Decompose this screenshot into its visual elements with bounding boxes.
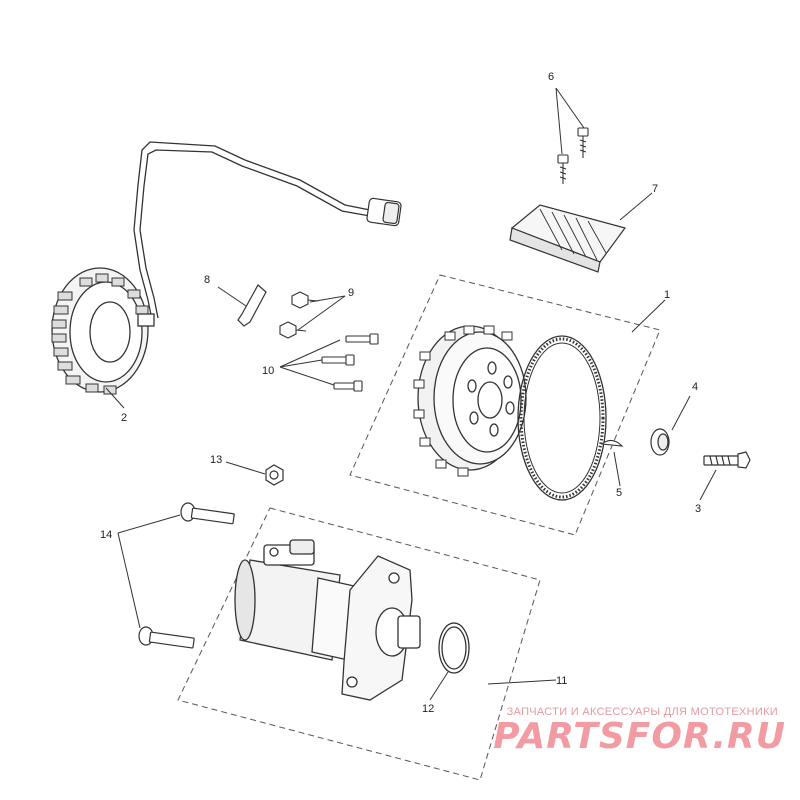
callout-1: 1 — [664, 289, 670, 301]
stator-bolts — [279, 291, 319, 339]
ring-gear — [517, 335, 607, 501]
flywheel-bolts — [321, 333, 379, 392]
callout-12: 12 — [422, 703, 434, 715]
callout-3: 3 — [695, 503, 701, 515]
starter-group-box — [177, 507, 541, 781]
flywheel — [413, 325, 527, 477]
leader-lines — [105, 87, 717, 701]
stator-harness — [133, 141, 371, 321]
callout-13: 13 — [210, 454, 222, 466]
stator — [51, 267, 155, 395]
callout-7: 7 — [652, 183, 658, 195]
woodruff-key — [600, 439, 624, 447]
nut — [265, 464, 284, 486]
watermark-logo: PARTSFOR.RU — [493, 716, 786, 757]
washer — [650, 428, 670, 456]
starter-motor — [234, 539, 421, 701]
regulator-rectifier — [509, 204, 627, 273]
callout-8: 8 — [204, 274, 210, 286]
regulator-screws — [557, 127, 589, 184]
o-ring — [438, 622, 470, 674]
callout-11: 11 — [556, 675, 567, 687]
callout-6: 6 — [548, 71, 554, 83]
callout-9: 9 — [348, 287, 354, 299]
cable-clip — [237, 284, 267, 327]
callout-14: 14 — [100, 529, 112, 541]
callout-4: 4 — [692, 381, 698, 393]
callout-5: 5 — [616, 487, 622, 499]
flywheel-center-bolt — [703, 451, 751, 469]
harness-connector — [366, 197, 402, 227]
callout-10: 10 — [262, 365, 274, 377]
flywheel-group-box — [349, 274, 661, 536]
starter-bolts — [138, 502, 235, 649]
callout-2: 2 — [121, 412, 127, 424]
watermark-caption: ЗАПЧАСТИ И АКСЕССУАРЫ ДЛЯ МОТОТЕХНИКИ — [506, 706, 778, 718]
